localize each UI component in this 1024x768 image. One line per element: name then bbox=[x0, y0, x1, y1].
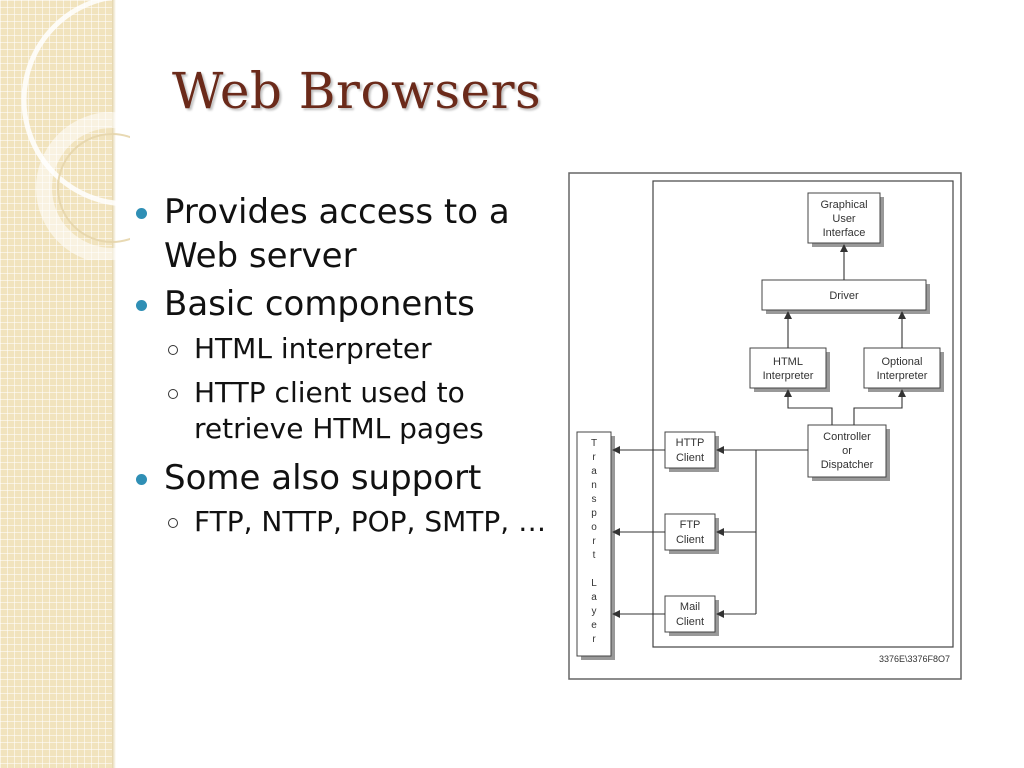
http-client-label-2: Client bbox=[676, 452, 704, 464]
transport-letter: T bbox=[591, 438, 597, 449]
bullet-text: Some also support bbox=[164, 457, 482, 498]
http-client-box: HTTP Client bbox=[664, 431, 719, 472]
transport-letter: L bbox=[591, 578, 597, 589]
ftp-client-label-1: FTP bbox=[680, 519, 701, 531]
sub-bullet-ring-icon bbox=[168, 344, 178, 355]
mail-client-label-1: Mail bbox=[680, 601, 700, 613]
bullet-item: Provides access to a Web server bbox=[132, 190, 572, 278]
slide-title: Web Browsers bbox=[172, 62, 542, 120]
figure-id-label: 3376E\3376F8O7 bbox=[879, 654, 950, 664]
sub-bullet-ring-icon bbox=[168, 388, 178, 399]
gui-label-3: Interface bbox=[823, 227, 866, 239]
browser-boundary bbox=[652, 180, 954, 648]
transport-letter: e bbox=[591, 620, 597, 631]
transport-letter: o bbox=[591, 522, 597, 533]
sub-bullet-ring-icon bbox=[168, 517, 178, 528]
transport-letter: a bbox=[591, 466, 597, 477]
sub-bullet-text: HTML interpreter bbox=[194, 331, 432, 365]
transport-layer-box: T r a n s p o r t L a y e r bbox=[576, 431, 615, 660]
transport-letter: n bbox=[591, 480, 597, 491]
bullet-dot-icon bbox=[136, 208, 147, 219]
ftp-client-box: FTP Client bbox=[664, 513, 719, 554]
transport-letter: r bbox=[592, 634, 596, 645]
arrow-controller-to-optional bbox=[853, 389, 906, 425]
optional-interpreter-label-2: Interpreter bbox=[877, 370, 928, 382]
mail-client-box: Mail Client bbox=[664, 595, 719, 636]
arrow-controller-to-html bbox=[784, 389, 833, 425]
transport-letter: y bbox=[592, 606, 597, 617]
controller-box: Controller or Dispatcher bbox=[807, 424, 890, 481]
diagram-connectors bbox=[612, 244, 906, 618]
http-client-label-1: HTTP bbox=[676, 437, 705, 449]
controller-label-1: Controller bbox=[823, 431, 871, 443]
decorative-rings bbox=[21, 0, 130, 260]
bullet-item: Some also support bbox=[132, 456, 572, 500]
bullet-item: Basic components bbox=[132, 282, 572, 326]
transport-letter: r bbox=[592, 536, 596, 547]
mail-client-label-2: Client bbox=[676, 616, 704, 628]
bullet-dot-icon bbox=[136, 473, 147, 485]
optional-interpreter-box: Optional Interpreter bbox=[863, 347, 944, 392]
driver-label: Driver bbox=[829, 290, 859, 302]
gui-box: Graphical User Interface bbox=[807, 192, 884, 247]
bullet-list: Provides access to a Web server Basic co… bbox=[132, 190, 572, 548]
driver-box: Driver bbox=[761, 279, 930, 314]
html-interpreter-label-1: HTML bbox=[773, 356, 803, 368]
sub-bullet-item: HTML interpreter bbox=[132, 331, 572, 367]
bullet-text: Provides access to a Web server bbox=[164, 192, 510, 277]
bullet-dot-icon bbox=[136, 300, 147, 312]
optional-interpreter-label-1: Optional bbox=[882, 356, 923, 368]
controller-label-2: or bbox=[842, 445, 852, 457]
ftp-client-label-2: Client bbox=[676, 534, 704, 546]
transport-letter: a bbox=[591, 592, 597, 603]
band-edge bbox=[112, 0, 116, 768]
html-interpreter-label-2: Interpreter bbox=[763, 370, 814, 382]
transport-letter: s bbox=[592, 494, 597, 505]
gui-label-2: User bbox=[832, 213, 856, 225]
transport-letter: r bbox=[592, 452, 596, 463]
html-interpreter-box: HTML Interpreter bbox=[749, 347, 830, 392]
sub-bullet-item: HTTP client used to retrieve HTML pages bbox=[132, 375, 572, 448]
transport-letter: t bbox=[593, 550, 596, 561]
transport-letter: p bbox=[591, 508, 597, 519]
gui-label-1: Graphical bbox=[820, 199, 867, 211]
browser-architecture-diagram: Graphical User Interface Driver HTML Int… bbox=[568, 172, 962, 680]
bullet-text: Basic components bbox=[164, 284, 475, 325]
sub-bullet-item: FTP, NTTP, POP, SMTP, … bbox=[132, 504, 572, 540]
sub-bullet-text: HTTP client used to retrieve HTML pages bbox=[194, 375, 484, 446]
sub-bullet-text: FTP, NTTP, POP, SMTP, … bbox=[194, 504, 547, 538]
controller-label-3: Dispatcher bbox=[821, 459, 874, 471]
